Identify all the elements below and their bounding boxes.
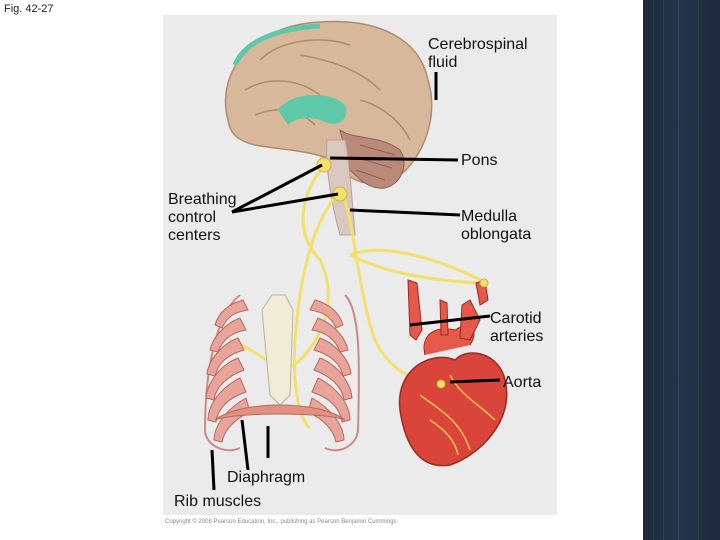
rib-cage-illustration (203, 294, 360, 452)
pons-label: Pons (461, 152, 498, 169)
aorta-receptor-dot (436, 379, 446, 389)
brain-illustration (224, 20, 433, 236)
breathing-control-centers-label: Breathing control centers (168, 191, 237, 244)
diaphragm-label: Diaphragm (227, 469, 306, 486)
sidebar-decoration (643, 0, 720, 540)
rib-muscles-label: Rib muscles (174, 493, 262, 510)
leader-lines (210, 72, 501, 491)
cerebrospinal-fluid-label: Cerebrospinal fluid (428, 36, 528, 71)
copyright-text: Copyright © 2008 Pearson Education, Inc.… (165, 519, 399, 525)
heart-illustration (398, 279, 508, 467)
aorta-label: Aorta (503, 374, 542, 391)
pons-center-dot (316, 157, 332, 173)
carotid-receptor-dot (479, 278, 489, 288)
medulla-oblongata-label: Medulla oblongata (461, 208, 532, 243)
carotid-arteries-label: Carotid arteries (490, 310, 544, 345)
figure-label: Fig. 42-27 (4, 3, 54, 15)
